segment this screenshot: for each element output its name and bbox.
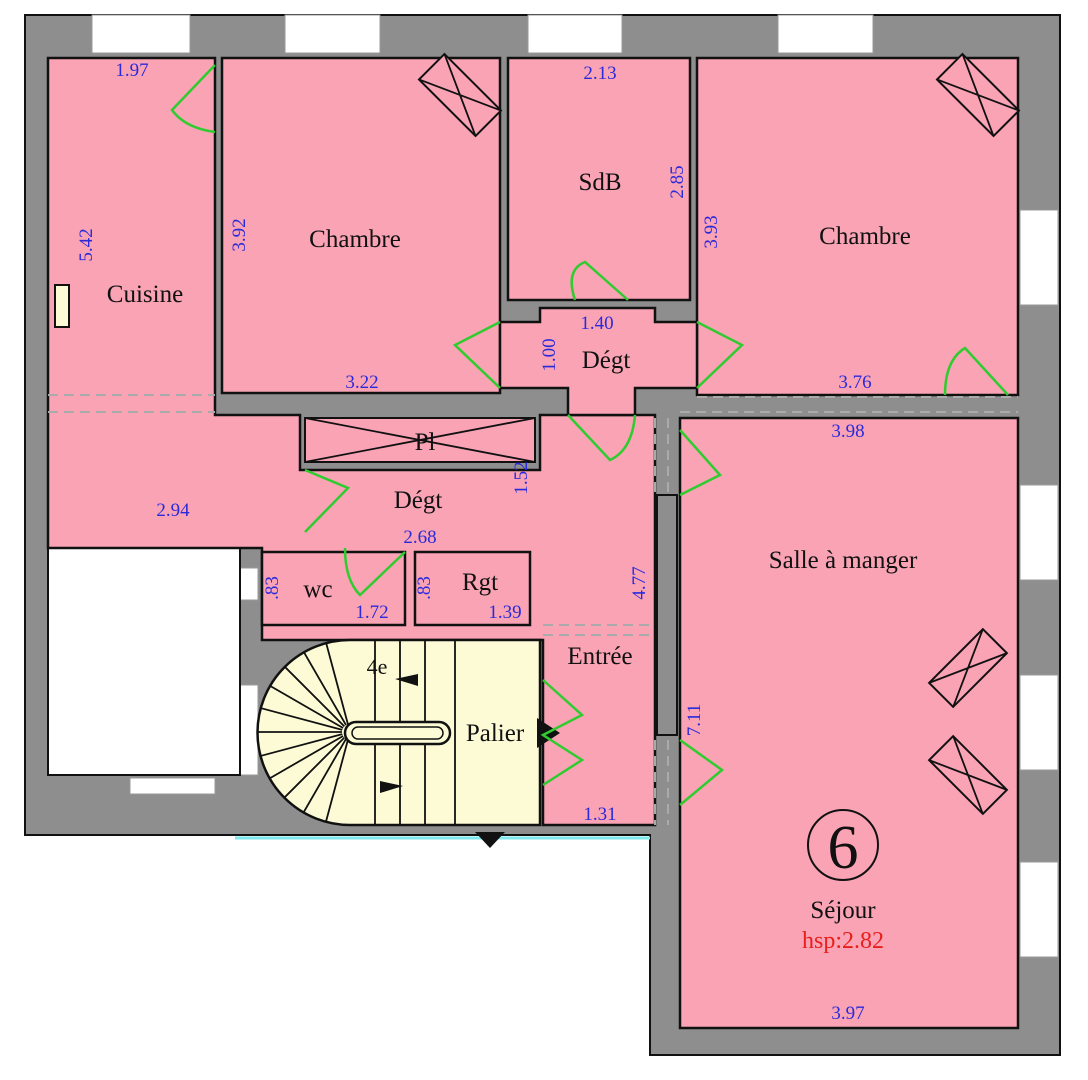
stair-tread (325, 642, 349, 725)
stair-tread (325, 739, 349, 822)
staircase (256, 638, 560, 848)
dim-wc-h: .83 (262, 576, 283, 600)
dim-degt-w: 2.94 (156, 500, 190, 521)
dim-rgt-w: 1.39 (488, 602, 521, 623)
dim-chambre2-h: 3.93 (701, 215, 722, 248)
dim-cuisine-h: 5.42 (76, 228, 97, 261)
wardrobe-icons (54, 52, 1021, 816)
dim-chambre1-w: 3.22 (345, 372, 378, 393)
room-sdb (506, 56, 692, 302)
dim-entree-w: 1.31 (583, 804, 616, 825)
exit-arrow-icon (475, 832, 505, 848)
stair-tread (303, 651, 347, 726)
label-chambre-1: Chambre (309, 226, 401, 253)
label-entree: Entrée (567, 643, 632, 670)
dim-degt-h: 1.52 (511, 461, 532, 494)
label-chambre-2: Chambre (819, 223, 911, 250)
dim-entree-h: 4.77 (629, 566, 650, 599)
dim-sejour-top: 3.98 (831, 421, 864, 442)
stair-tread (269, 685, 344, 729)
stair-tread (284, 737, 345, 798)
dim-degt-top-h: 1.00 (539, 338, 560, 371)
down-arrow-icon (380, 781, 403, 793)
dim-degt-top-w: 1.40 (580, 313, 613, 334)
room-chambre-2 (695, 56, 1020, 397)
dim-sdb-h: 2.85 (667, 165, 688, 198)
door-swings (170, 64, 1009, 806)
stair-tread (260, 733, 343, 757)
label-sejour: Séjour (810, 897, 876, 924)
floor-number-circle (807, 809, 879, 881)
floor-number: 6 (828, 814, 859, 882)
room-salle-sejour (678, 416, 1020, 1030)
stair-tread (303, 738, 347, 813)
neighbour-area (47, 544, 241, 776)
stair-tread (284, 666, 345, 727)
label-degt: Dégt (394, 487, 443, 514)
dim-chambre2-w: 3.76 (838, 372, 871, 393)
label-cuisine: Cuisine (107, 281, 183, 308)
label-stair-floor: 4e (367, 654, 388, 679)
up-arrow-icon (395, 674, 418, 686)
room-rgt (413, 550, 532, 627)
dim-rgt-h: .83 (414, 576, 435, 600)
room-cuisine-degt (46, 56, 657, 827)
label-degt-top: Dégt (582, 347, 631, 374)
dim-chambre1-h: 3.92 (229, 218, 250, 251)
label-sdb: SdB (578, 169, 621, 196)
label-wc: wc (303, 576, 332, 603)
label-palier: Palier (466, 720, 525, 747)
dim-wc-w: 1.72 (355, 602, 388, 623)
ceiling-height: hsp:2.82 (802, 928, 884, 954)
room-wc (260, 550, 407, 627)
label-placard: Pl (415, 429, 436, 456)
dim-sejour-w: 3.97 (831, 1003, 864, 1024)
stair-tread (269, 735, 344, 779)
stair-tread (260, 707, 343, 731)
dim-cuisine-w: 1.97 (115, 60, 148, 81)
label-rgt: Rgt (462, 569, 498, 596)
dashed-boundaries (48, 394, 1018, 825)
placard-cross (304, 417, 536, 463)
dim-sejour-h: 7.11 (684, 704, 705, 737)
dim-degt-w2: 2.68 (403, 527, 436, 548)
wall-partition (656, 494, 678, 736)
label-salle-a-manger: Salle à manger (769, 547, 918, 574)
dim-sdb-w: 2.13 (583, 63, 616, 84)
